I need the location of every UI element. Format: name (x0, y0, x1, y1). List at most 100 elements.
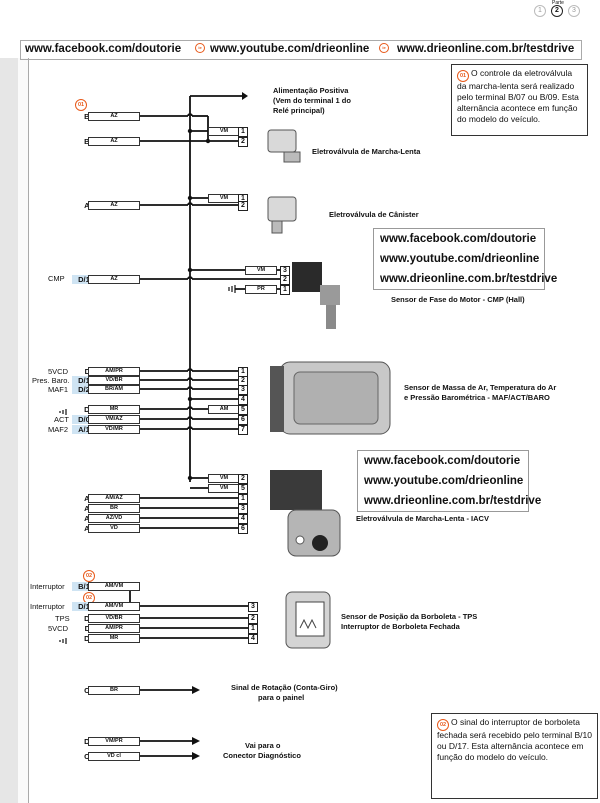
wire-label: AZ (88, 201, 140, 210)
connector-pin: 1 (280, 285, 290, 295)
doutor-ie-logo-icon: ie (379, 43, 389, 53)
label-maf1: MAF1 (48, 385, 69, 394)
connector-pin: 1 (248, 624, 258, 634)
wire-label: VD/BR (88, 376, 140, 385)
banner-youtube[interactable]: www.youtube.com/drieonline (210, 43, 370, 55)
label-pres-baro: Pres. Baro. (32, 376, 70, 385)
wire-label: AM/VM (88, 582, 140, 591)
label-iac1: Eletroválvula de Marcha-Lenta (312, 147, 421, 156)
label-maf2: MAF2 (48, 425, 69, 434)
label-diag-2: Conector Diagnóstico (223, 751, 301, 760)
wire-label: AM/PR (88, 624, 140, 633)
label-tps-2: Interruptor de Borboleta Fechada (341, 622, 460, 631)
pager-1[interactable]: 1 (534, 5, 546, 17)
connector-pin: 2 (238, 137, 248, 147)
banner: www.facebook.com/doutorie ie www.youtube… (20, 40, 582, 60)
banner-facebook[interactable]: www.facebook.com/doutorie (25, 43, 182, 55)
wire-tag-vm: VM (208, 194, 240, 203)
ecu-module-edge (18, 58, 29, 803)
pager-3[interactable]: 3 (568, 5, 580, 17)
connector-pin: 2 (248, 614, 258, 624)
connector-pin: 2 (238, 201, 248, 211)
promo-box-2: www.facebook.com/doutorie www.youtube.co… (357, 450, 542, 512)
wire-label: VD (88, 524, 140, 533)
wire-label: BR/AM (88, 385, 140, 394)
label-tps: TPS (55, 614, 70, 623)
wire-label: AZ/VD (88, 514, 140, 523)
wire-label: AM/PR (88, 367, 140, 376)
wire-label: AM/VM (88, 602, 140, 611)
promo-facebook[interactable]: www.facebook.com/doutorie (380, 233, 537, 245)
pin-d20: D/20 (72, 385, 100, 394)
wire-label: AM/AZ (88, 494, 140, 503)
label-rotacao-2: para o painel (258, 693, 305, 702)
wire-tag-vm: VM (245, 266, 277, 275)
wire-label: AZ (88, 137, 140, 146)
tps-sensor-icon (285, 591, 331, 649)
promo-site[interactable]: www.drieonline.com.br/testdrive (380, 273, 558, 285)
wire-label: AZ (88, 275, 140, 284)
banner-site[interactable]: www.drieonline.com.br/testdrive (397, 43, 575, 55)
promo-facebook[interactable]: www.facebook.com/doutorie (364, 455, 521, 467)
cmp-sensor-icon (292, 262, 340, 329)
label-interruptor-1: Interruptor (30, 582, 65, 591)
label-tps-1: Sensor de Posição da Borboleta - TPS (341, 612, 478, 621)
wire-tag-vm: VM (208, 484, 240, 493)
label-act: ACT (54, 415, 69, 424)
connector-pin: 5 (238, 405, 248, 415)
label-cmp: CMP (48, 274, 65, 283)
promo-box-1: www.facebook.com/doutorie www.youtube.co… (373, 228, 558, 290)
doutor-ie-logo-icon: ie (195, 43, 205, 53)
note-01-marker: 01 (75, 99, 87, 111)
wire-label: BR (88, 686, 140, 695)
connector-pin: 3 (238, 385, 248, 395)
connector-pin: 7 (238, 425, 248, 435)
iacv-valve-icon (270, 470, 341, 557)
connector-pin: 6 (238, 524, 248, 534)
connector-pin: 4 (248, 634, 258, 644)
pager-2[interactable]: 2 (551, 5, 563, 17)
connector-pin: 3 (238, 504, 248, 514)
label-diag-1: Vai para o (245, 741, 281, 750)
label-iacv: Eletroválvula de Marcha-Lenta - IACV (356, 514, 489, 523)
note-01-text: O controle da eletroválvula da marcha-le… (457, 68, 579, 124)
label-cmp-sensor: Sensor de Fase do Motor - CMP (Hall) (391, 295, 525, 304)
wire-label: AZ (88, 112, 140, 121)
label-canister: Eletroválvula de Cânister (329, 210, 419, 219)
promo-site[interactable]: www.drieonline.com.br/testdrive (364, 495, 542, 507)
note-badge: 02 (437, 719, 449, 731)
connector-pin: 5 (238, 484, 248, 494)
wire-tag-am: AM (208, 405, 240, 414)
label-alim-3: Relé principal) (273, 106, 325, 115)
pin-a19: A/19 (72, 425, 100, 434)
wire-tag-vm: VM (208, 474, 240, 483)
pin-d02: D/02 (72, 415, 100, 424)
wire-tag-pr: PR (245, 285, 277, 294)
wire-label: VM/AZ (88, 415, 140, 424)
pin-d18: D/18 (72, 275, 100, 284)
promo-youtube[interactable]: www.youtube.com/drieonline (364, 475, 524, 487)
wire-label: VD cl (88, 752, 140, 761)
connector-pin: 1 (238, 127, 248, 137)
label-5vcd-2: 5VCD (48, 624, 69, 633)
pin-b10: B/10 (72, 582, 100, 591)
label-maf-1: Sensor de Massa de Ar, Temperatura do Ar (404, 383, 557, 392)
wire-label: MR (88, 405, 140, 414)
label-interruptor-2: Interruptor (30, 602, 65, 611)
pager-caption: Parte (552, 0, 564, 6)
wire-label: VM/PR (88, 737, 140, 746)
label-rotacao-1: Sinal de Rotação (Conta-Giro) (231, 683, 338, 692)
wire-label: MR (88, 634, 140, 643)
promo-youtube[interactable]: www.youtube.com/drieonline (380, 253, 540, 265)
connector-pin: 3 (248, 602, 258, 612)
note-02-marker: 02 (83, 570, 95, 582)
canister-valve-icon (267, 196, 297, 234)
note-02-text: O sinal do interruptor de borboleta fech… (437, 717, 592, 762)
connector-pin: 4 (238, 395, 248, 405)
label-maf-2: e Pressão Barométrica - MAF/ACT/BARO (404, 393, 550, 402)
note-badge: 01 (457, 70, 469, 82)
